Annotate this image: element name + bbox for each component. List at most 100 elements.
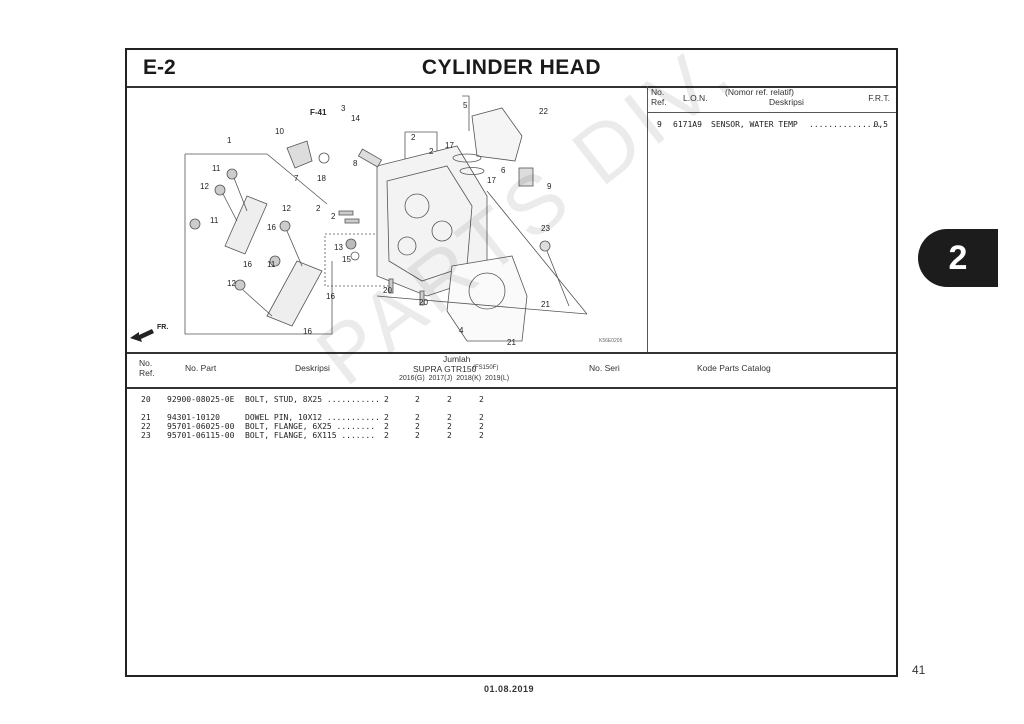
callout-label: 16 (303, 327, 312, 336)
part-description: BOLT, STUD, 8X25 ........... (245, 395, 380, 404)
lon-header-no-ref: No. Ref. (651, 87, 667, 107)
lon-table-header: No. Ref. L.O.N. (Nomor ref. relatif) Des… (647, 86, 896, 113)
quantity-cell: 2 (384, 395, 389, 404)
footer-date: 01.08.2019 (484, 684, 535, 694)
part-description: DOWEL PIN, 10X12 ........... (245, 413, 380, 422)
callout-label: 16 (326, 292, 335, 301)
title-bar: E-2 CYLINDER HEAD (127, 50, 896, 88)
section-tab: 2 (918, 229, 998, 287)
quantity-cell: 2 (447, 413, 452, 422)
lon-header-frt: F.R.T. (868, 93, 890, 103)
callout-label: 11 (212, 164, 221, 173)
lon-header-desc: Deskripsi (769, 97, 804, 107)
quantity-cell: 2 (384, 431, 389, 440)
section-code: E-2 (143, 56, 176, 79)
callout-label: 14 (351, 114, 360, 123)
lon-dots: ............... (809, 120, 882, 129)
part-number: 95701-06115-00 (167, 431, 235, 440)
header-no-seri: No. Seri (589, 363, 620, 373)
image-code: K56E0205 (599, 338, 623, 344)
callout-label: 4 (459, 326, 464, 335)
callout-label: 2 (331, 212, 336, 221)
cylinder-head-illustration (130, 95, 588, 342)
callout-label: 17 (445, 141, 454, 150)
callout-label: 6 (501, 166, 506, 175)
part-ref: 23 (141, 431, 151, 440)
table-row: 23 95701-06115-00 BOLT, FLANGE, 6X115 ....… (127, 431, 896, 441)
callout-label: 8 (353, 159, 358, 168)
callout-label: 12 (227, 279, 236, 288)
callout-label: 10 (275, 127, 284, 136)
callout-label: 20 (383, 286, 392, 295)
callout-label: 16 (267, 223, 276, 232)
front-label: FR. (157, 324, 169, 331)
quantity-cell: 2 (479, 422, 484, 431)
callout-label: 9 (547, 182, 552, 191)
table-row: 20 92900-08025-0E BOLT, STUD, 8X25 .......… (127, 395, 896, 405)
part-ref: 22 (141, 422, 151, 431)
callout-label: 18 (317, 174, 326, 183)
part-description: BOLT, FLANGE, 6X25 ........ (245, 422, 376, 431)
header-no-ref-2: Ref. (139, 368, 155, 378)
callout-label: 21 (507, 338, 516, 347)
quantity-cell: 2 (384, 413, 389, 422)
callout-label: 5 (463, 101, 468, 110)
front-arrow-icon (130, 329, 154, 342)
header-model: SUPRA GTR150 (413, 364, 477, 374)
quantity-cell: 2 (447, 431, 452, 440)
callout-label: 2 (316, 204, 321, 213)
page-number: 41 (912, 663, 926, 677)
part-number: 92900-08025-0E (167, 395, 235, 404)
lon-frt: 0,5 (873, 120, 888, 129)
parts-table-header: No. Ref. No. Part Deskripsi Jumlah SUPRA… (127, 352, 896, 389)
callout-label: 11 (210, 216, 219, 225)
table-row: 21 94301-10120 DOWEL PIN, 10X12 ..........… (127, 413, 896, 423)
quantity-cell: 2 (479, 395, 484, 404)
quantity-cell: 2 (415, 431, 420, 440)
callout-label: 13 (334, 243, 343, 252)
header-no-part: No. Part (185, 363, 217, 373)
callout-label: 23 (541, 224, 550, 233)
catalog-page-frame: E-2 CYLINDER HEAD (125, 48, 898, 677)
quantity-cell: 2 (479, 413, 484, 422)
quantity-cell: 2 (415, 395, 420, 404)
lon-code: 6171A9 (673, 120, 702, 129)
callout-label: 12 (282, 204, 291, 213)
callout-label: 17 (487, 176, 496, 185)
callout-label: 15 (342, 255, 351, 264)
callout-label: 3 (341, 104, 346, 113)
page-title: CYLINDER HEAD (421, 56, 602, 79)
callout-label: 22 (539, 107, 548, 116)
quantity-cell: 2 (447, 395, 452, 404)
part-ref: 20 (141, 395, 151, 404)
header-no-ref-1: No. (139, 358, 153, 368)
header-desc: Deskripsi (295, 363, 330, 373)
part-description: BOLT, FLANGE, 6X115 ....... (245, 431, 376, 440)
callout-label: 21 (541, 300, 550, 309)
callout-label: 2 (429, 147, 434, 156)
lon-desc: SENSOR, WATER TEMP (711, 120, 798, 129)
callout-label: F-41 (310, 108, 327, 117)
callout-label: 12 (200, 182, 209, 191)
header-years: 2016(G) 2017(J) 2018(K) 2019(L) (399, 375, 510, 382)
quantity-cell: 2 (447, 422, 452, 431)
quantity-cell: 2 (415, 413, 420, 422)
part-number: 94301-10120 (167, 413, 220, 422)
callout-label: 2 (411, 133, 416, 142)
quantity-cell: 2 (479, 431, 484, 440)
lon-ref: 9 (657, 120, 662, 129)
header-jumlah: Jumlah (443, 354, 471, 364)
part-number: 95701-06025-00 (167, 422, 235, 431)
header-model-code: (FS150F) (473, 365, 499, 371)
lon-header-desc-sub: (Nomor ref. relatif) (725, 87, 794, 97)
callout-label: 16 (243, 260, 252, 269)
lon-header-lon: L.O.N. (683, 93, 708, 103)
callout-label: 7 (294, 174, 299, 183)
callout-label: 20 (419, 298, 428, 307)
quantity-cell: 2 (415, 422, 420, 431)
quantity-cell: 2 (384, 422, 389, 431)
callout-label: 1 (227, 136, 232, 145)
part-ref: 21 (141, 413, 151, 422)
header-kode: Kode Parts Catalog (697, 363, 771, 373)
